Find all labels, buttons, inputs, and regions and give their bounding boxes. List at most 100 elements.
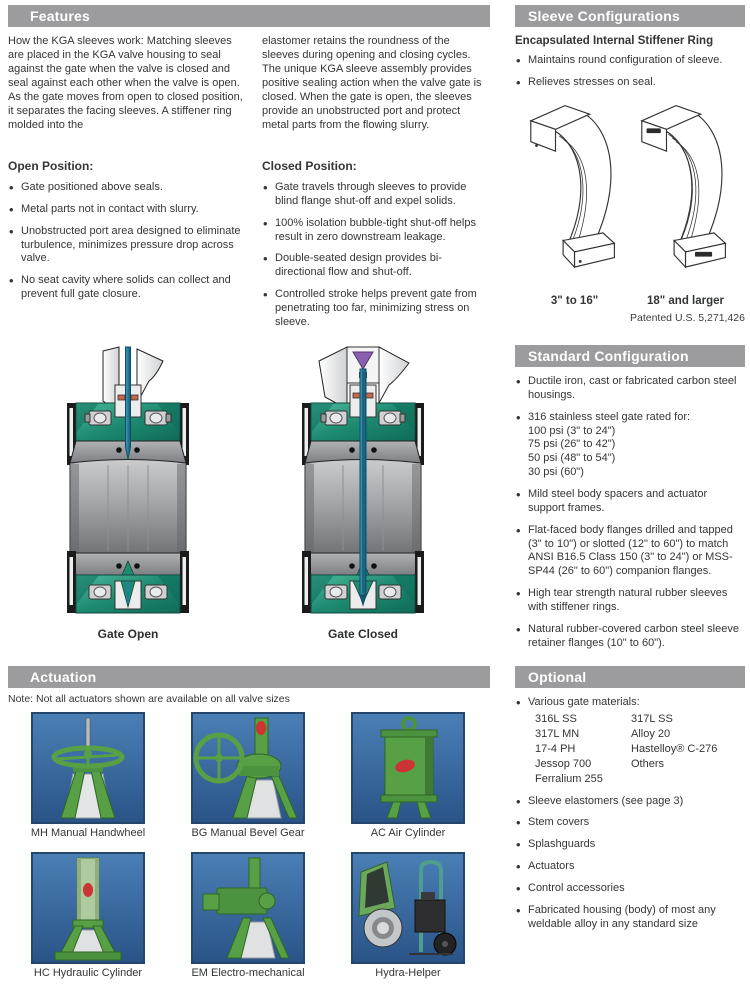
- actuator-cell: MH Manual Handwheel: [8, 712, 168, 839]
- actuator-cell: EM Electro-mechanical: [168, 852, 328, 979]
- psi-rating: 75 psi (26" to 42"): [528, 438, 616, 451]
- actuator-caption: HC Hydraulic Cylinder: [33, 967, 143, 979]
- actuation-row-2: HC Hydraulic Cylinder EM Electro-mechani…: [8, 852, 490, 979]
- gate-closed-caption: Gate Closed: [327, 627, 399, 641]
- psi-ratings: 100 psi (3" to 24") 75 psi (26" to 42") …: [515, 425, 745, 480]
- sleeve-small-label: 3" to 16": [550, 294, 599, 307]
- actuator-caption: MH Manual Handwheel: [30, 827, 146, 839]
- bullet-item: Mild steel body spacers and actuator sup…: [515, 487, 745, 516]
- actuation-header: Actuation: [30, 669, 97, 685]
- gate-open-caption: Gate Open: [97, 627, 159, 641]
- bullet-item: Flat-faced body flanges drilled and tapp…: [515, 523, 745, 579]
- actuator-caption: Hydra-Helper: [375, 967, 441, 979]
- features-header-bar: Features: [8, 5, 490, 27]
- open-position-heading: Open Position:: [8, 159, 94, 173]
- bullet-item: Maintains round configuration of sleeve.: [515, 53, 745, 69]
- sleeve-configurations-section: Sleeve Configurations Encapsulated Inter…: [515, 5, 745, 324]
- actuation-note: Note: Not all actuators shown are availa…: [8, 693, 290, 705]
- gate-material: Hastelloy® C-276: [631, 742, 718, 755]
- bullet-item: 100% isolation bubble-tight shut-off hel…: [262, 216, 490, 245]
- bevel-gear-photo: [191, 712, 305, 824]
- sleeve-large-label: 18" and larger: [646, 294, 725, 307]
- bullet-item: Unobstructed port area designed to elimi…: [8, 224, 244, 267]
- features-column-1: How the KGA sleeves work: Matching sleev…: [8, 35, 244, 338]
- features-column-2: elastomer retains the roundness of the s…: [262, 35, 490, 338]
- bullet-item: Fabricated housing (body) of most any we…: [515, 903, 745, 932]
- sleeve-large-figure: 18" and larger: [638, 98, 733, 307]
- actuator-cell: BG Manual Bevel Gear: [168, 712, 328, 839]
- gate-materials-row: Ferralium 255: [515, 772, 745, 787]
- electro-mechanical-photo: [191, 852, 305, 964]
- optional-section: Optional Various gate materials: 316L SS…: [515, 666, 745, 940]
- closed-position-heading: Closed Position:: [262, 159, 357, 173]
- gate-materials-row: 316L SS 317L SS: [515, 712, 745, 727]
- optional-header: Optional: [528, 669, 587, 685]
- optional-header-bar: Optional: [515, 666, 745, 688]
- bullet-item: 316 stainless steel gate rated for:: [515, 410, 745, 426]
- gate-material: 317L MN: [535, 727, 580, 740]
- standard-configuration-header-bar: Standard Configuration: [515, 345, 745, 367]
- actuator-caption: EM Electro-mechanical: [191, 967, 305, 979]
- actuator-caption: AC Air Cylinder: [370, 827, 446, 839]
- bullet-item: Double-seated design provides bi-directi…: [262, 251, 490, 280]
- actuator-cell: HC Hydraulic Cylinder: [8, 852, 168, 979]
- bullet-item: Gate travels through sleeves to provide …: [262, 180, 490, 209]
- gate-open-diagram: [67, 346, 189, 614]
- gate-materials-row: 17-4 PH Hastelloy® C-276: [515, 742, 745, 757]
- actuation-header-bar: Actuation: [8, 666, 490, 688]
- sleeve-configurations-header-bar: Sleeve Configurations: [515, 5, 745, 27]
- sleeve-drawings: 3" to 16" 18" and larger: [515, 98, 745, 307]
- features-intro-col1: How the KGA sleeves work: Matching sleev…: [8, 35, 243, 131]
- patent-note: Patented U.S. 5,271,426: [629, 311, 745, 324]
- hydra-helper-photo: [351, 852, 465, 964]
- gate-materials-row: Jessop 700 Others: [515, 757, 745, 772]
- manual-handwheel-photo: [31, 712, 145, 824]
- features-section: Features How the KGA sleeves work: Match…: [8, 5, 490, 338]
- gate-material: Ferralium 255: [535, 772, 603, 785]
- gate-closed-diagram: [302, 346, 424, 614]
- standard-configuration-header: Standard Configuration: [528, 348, 689, 364]
- features-intro-col2: elastomer retains the roundness of the s…: [262, 35, 482, 131]
- bullet-item: Gate positioned above seals.: [8, 180, 244, 196]
- bullet-item: Controlled stroke helps prevent gate fro…: [262, 287, 490, 330]
- features-header: Features: [30, 8, 90, 24]
- gate-material: 17-4 PH: [535, 742, 576, 755]
- gate-closed-figure: Gate Closed: [288, 345, 438, 641]
- features-columns: How the KGA sleeves work: Matching sleev…: [8, 35, 490, 338]
- bullet-item: Metal parts not in contact with slurry.: [8, 202, 244, 218]
- sleeve-large-drawing: [640, 104, 727, 269]
- standard-configuration-section: Standard Configuration Ductile iron, cas…: [515, 345, 745, 659]
- bullet-item: Sleeve elastomers (see page 3): [515, 794, 745, 810]
- actuation-section: Actuation Note: Not all actuators shown …: [8, 666, 490, 992]
- actuator-cell: Hydra-Helper: [328, 852, 488, 979]
- bullet-item: Relieves stresses on seal.: [515, 75, 745, 91]
- valve-diagrams: Gate Open: [8, 345, 490, 647]
- gate-materials-row: 317L MN Alloy 20: [515, 727, 745, 742]
- stiffener-ring-subheading: Encapsulated Internal Stiffener Ring: [515, 35, 714, 47]
- actuator-cell: AC Air Cylinder: [328, 712, 488, 839]
- gate-material: Jessop 700: [535, 757, 592, 770]
- bullet-item: Stem covers: [515, 815, 745, 831]
- gate-material: [631, 772, 745, 787]
- gate-material: 316L SS: [535, 712, 577, 725]
- bullet-item: Control accessories: [515, 881, 745, 897]
- actuation-row-1: MH Manual Handwheel BG Manual Bevel Gear: [8, 712, 490, 839]
- psi-rating: 30 psi (60"): [528, 466, 584, 479]
- gate-material: Others: [631, 757, 665, 770]
- bullet-item: Actuators: [515, 859, 745, 875]
- actuator-caption: BG Manual Bevel Gear: [191, 827, 305, 839]
- gate-material: Alloy 20: [631, 727, 671, 740]
- psi-rating: 100 psi (3" to 24"): [528, 424, 616, 437]
- gate-open-figure: Gate Open: [58, 345, 198, 641]
- gate-materials-grid: 316L SS 317L SS 317L MN Alloy 20 17-4 PH…: [515, 712, 745, 787]
- bullet-item: Splashguards: [515, 837, 745, 853]
- bullet-item: Ductile iron, cast or fabricated carbon …: [515, 374, 745, 403]
- hydraulic-cylinder-photo: [31, 852, 145, 964]
- sleeve-small-drawing: [529, 104, 616, 269]
- bullet-item: Natural rubber-covered carbon steel slee…: [515, 622, 745, 651]
- bullet-item: High tear strength natural rubber sleeve…: [515, 586, 745, 615]
- sleeve-small-figure: 3" to 16": [527, 98, 622, 307]
- bullet-item: No seat cavity where solids can collect …: [8, 273, 244, 302]
- air-cylinder-photo: [351, 712, 465, 824]
- sleeve-configurations-header: Sleeve Configurations: [528, 8, 681, 24]
